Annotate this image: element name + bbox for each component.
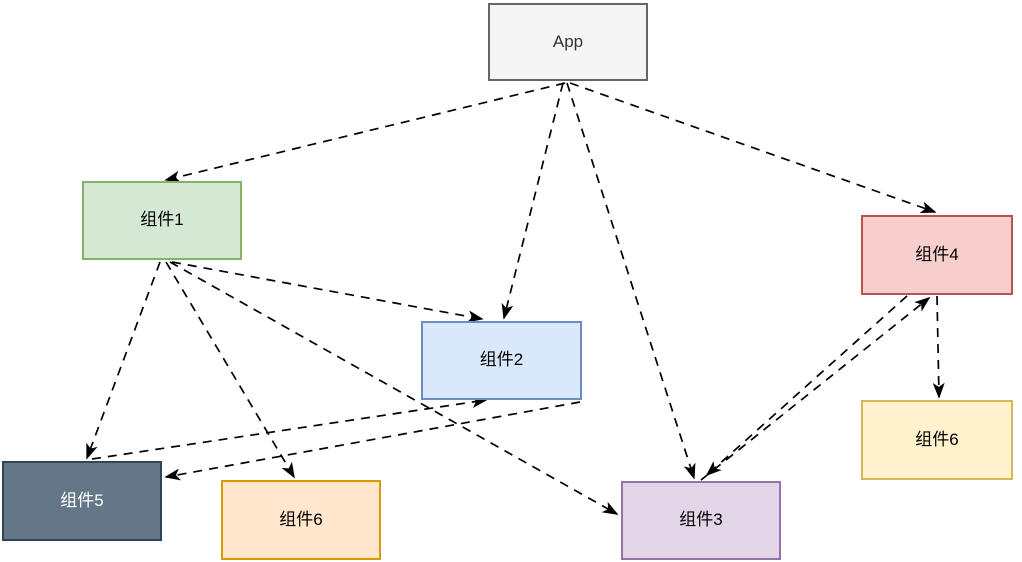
node-comp4[interactable]: 组件4: [861, 215, 1013, 295]
edge-comp1-to-comp3: [169, 261, 617, 514]
node-label: 组件1: [140, 210, 184, 230]
edge-comp2-to-comp5: [166, 401, 581, 477]
node-comp6b[interactable]: 组件6: [861, 400, 1013, 480]
edge-comp1-to-comp5: [86, 261, 161, 458]
node-label: 组件6: [915, 429, 959, 449]
edge-comp4-to-comp6b: [937, 295, 939, 397]
node-label: 组件6: [279, 509, 323, 529]
edge-comp3-to-comp4: [700, 298, 929, 481]
node-app[interactable]: App: [488, 3, 648, 81]
node-comp3[interactable]: 组件3: [621, 481, 781, 560]
edge-app-to-comp4: [569, 82, 935, 212]
edge-app-to-comp1: [166, 82, 566, 180]
node-label: 组件2: [479, 350, 524, 370]
edge-app-to-comp3: [566, 82, 694, 478]
edge-app-to-comp2: [504, 82, 564, 318]
node-comp6a[interactable]: 组件6: [221, 480, 381, 560]
node-label: 组件5: [60, 490, 104, 510]
node-label: 组件3: [679, 510, 723, 530]
edge-comp5-to-comp2: [91, 400, 486, 460]
node-label: App: [552, 31, 584, 51]
node-comp5[interactable]: 组件5: [2, 461, 162, 541]
node-comp1[interactable]: 组件1: [82, 181, 242, 260]
node-comp2[interactable]: 组件2: [421, 321, 582, 400]
edge-comp4-to-comp3: [707, 295, 908, 475]
edge-comp1-to-comp2: [171, 261, 482, 319]
node-label: 组件4: [915, 244, 959, 264]
edge-comp1-to-comp6a: [165, 261, 294, 477]
